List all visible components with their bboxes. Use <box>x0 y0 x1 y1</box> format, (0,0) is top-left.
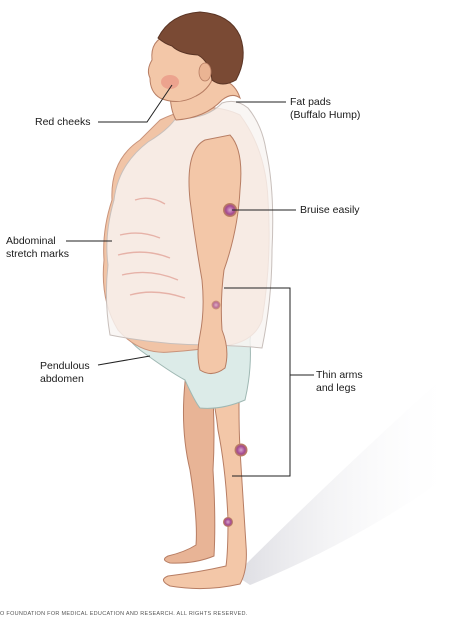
label-thin-arms-legs: Thin arms and legs <box>316 369 363 395</box>
label-abdominal-stretch-marks: Abdominal stretch marks <box>6 235 69 261</box>
ear <box>199 63 211 81</box>
label-bruise-easily: Bruise easily <box>300 204 360 217</box>
shirt <box>106 101 272 348</box>
bruise-shin <box>235 444 248 457</box>
label-fat-pads: Fat pads (Buffalo Hump) <box>290 96 360 122</box>
red-cheek <box>161 75 179 89</box>
label-red-cheeks: Red cheeks <box>35 116 90 129</box>
label-pendulous-abdomen: Pendulous abdomen <box>40 360 90 386</box>
copyright-text: O FOUNDATION FOR MEDICAL EDUCATION AND R… <box>0 611 248 617</box>
bruise-ankle <box>223 517 233 527</box>
leader-pendulous <box>98 356 150 365</box>
bruise-forearm <box>212 301 221 310</box>
floor-shadow <box>235 378 457 585</box>
